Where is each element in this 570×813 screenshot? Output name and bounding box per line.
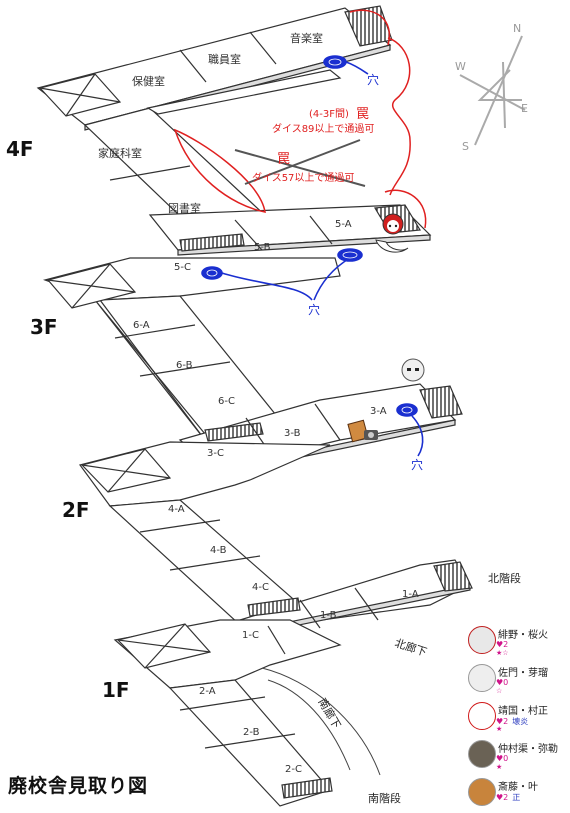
compass-rose: [459, 35, 526, 146]
avatar: [468, 702, 496, 730]
room-4a: 4-A: [168, 504, 185, 515]
legend-stars: ★: [496, 725, 503, 733]
avatar: [468, 664, 496, 692]
legend-name: 緋野・桜火: [498, 630, 548, 641]
trap-crossed-char: 罠: [277, 152, 290, 167]
room-5a: 5-A: [335, 219, 352, 230]
token-kanae: [347, 419, 378, 443]
compass-e: E: [521, 102, 528, 115]
room-1c: 1-C: [242, 630, 259, 641]
legend-hearts: ♥2: [496, 640, 509, 649]
trap-cross-line-2: [244, 139, 361, 185]
avatar: [468, 626, 496, 654]
trap-crossed-condition: ダイス57以上で通過可: [252, 171, 354, 184]
hole-label-4f: 穴: [367, 72, 379, 87]
avatar: [468, 778, 496, 806]
token-meru: [401, 358, 425, 382]
token-muramasa: [375, 213, 409, 253]
legend-extra: 壊炎: [512, 717, 529, 726]
room-music: 音楽室: [290, 31, 323, 45]
room-home-ec: 家庭科室: [98, 146, 142, 160]
legend-hearts: ♥2: [496, 717, 509, 726]
label-north-stairs: 北階段: [488, 571, 521, 585]
floor-1f: [113, 619, 381, 807]
legend-name: 佐門・芽瑠: [498, 668, 548, 679]
floor-label-4f: 4F: [6, 137, 34, 161]
legend-stars: ★☆: [496, 649, 509, 657]
room-2b: 2-B: [243, 727, 260, 738]
room-6a: 6-A: [133, 320, 150, 331]
room-3b: 3-B: [284, 428, 301, 439]
room-library: 図書室: [168, 201, 201, 215]
legend-item: 仲村渠・弥勒 ♥0 ★: [468, 737, 568, 773]
room-2c: 2-C: [285, 764, 302, 775]
legend-item: 緋野・桜火 ♥2 ★☆: [468, 623, 568, 659]
legend-stars: ☆: [496, 687, 503, 695]
room-4b: 4-B: [210, 545, 227, 556]
compass-n: N: [513, 22, 521, 35]
legend-hearts: ♥2: [496, 793, 509, 802]
legend-extra: 正: [512, 793, 521, 802]
legend-name: 靖国・村正: [498, 706, 548, 717]
trap-markings: [173, 9, 427, 229]
legend-stats: ♥0: [496, 678, 512, 687]
room-staff: 職員室: [208, 52, 241, 66]
hole-markers: [201, 55, 424, 457]
room-3c: 3-C: [207, 448, 224, 459]
floor-label-1f: 1F: [102, 678, 130, 702]
trap-active-condition: ダイス89以上で通過可: [272, 122, 374, 135]
legend-hearts: ♥0: [496, 754, 509, 763]
map-title: 廃校舎見取り図: [8, 775, 149, 797]
room-4c: 4-C: [252, 582, 269, 593]
room-6c: 6-C: [218, 396, 235, 407]
compass-s: S: [462, 140, 469, 153]
floor-3f: [42, 257, 463, 476]
legend-hearts: ♥0: [496, 678, 509, 687]
trap-cross-line-1: [234, 149, 366, 187]
hole-label-3f-center: 穴: [308, 302, 320, 317]
room-5b: 5-B: [254, 242, 271, 253]
hole-spiral-lines: [206, 58, 413, 414]
floor-2f: [78, 441, 473, 636]
legend-stats: ♥0: [496, 754, 512, 763]
room-1b: 1-B: [320, 610, 337, 621]
room-3a: 3-A: [370, 406, 387, 417]
room-5c: 5-C: [174, 262, 191, 273]
room-2a: 2-A: [199, 686, 216, 697]
trap-active-char: 罠: [356, 107, 369, 122]
avatar: [468, 740, 496, 768]
label-north-corridor: 北廊下: [393, 636, 429, 660]
room-nurse: 保健室: [132, 74, 165, 88]
legend-name: 斎藤・叶: [498, 782, 538, 793]
legend-item: 佐門・芽瑠 ♥0 ☆: [468, 661, 568, 697]
room-6b: 6-B: [176, 360, 193, 371]
floor-4f: [36, 5, 432, 256]
hole-label-3f-east: 穴: [411, 457, 423, 472]
compass-w: W: [455, 60, 466, 73]
room-1a: 1-A: [402, 589, 419, 600]
floor-label-3f: 3F: [30, 315, 58, 339]
legend-name: 仲村渠・弥勒: [498, 744, 558, 755]
label-south-stairs: 南階段: [368, 791, 401, 805]
floor-label-2f: 2F: [62, 498, 90, 522]
legend-stats: ♥2: [496, 640, 512, 649]
trap-active-prefix: (4-3F間): [309, 108, 349, 120]
legend-stars: ★: [496, 763, 503, 771]
